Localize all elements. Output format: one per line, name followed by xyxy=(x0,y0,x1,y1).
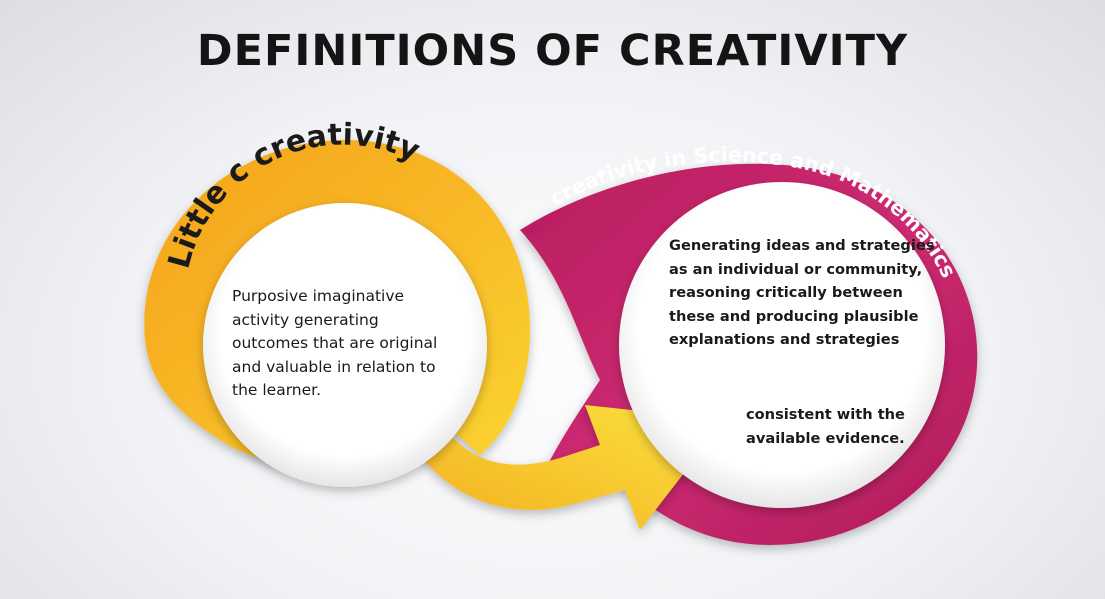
right-circle-definition-end: consistent with the available evidence. xyxy=(746,406,905,447)
left-circle xyxy=(203,203,487,487)
left-circle-definition: Purposive imaginative activity generatin… xyxy=(232,287,438,399)
right-circle xyxy=(619,182,945,508)
right-circle-definition: Generating ideas and strategies as an in… xyxy=(669,237,935,349)
slide-title: DEFINITIONS OF CREATIVITY xyxy=(196,26,909,76)
